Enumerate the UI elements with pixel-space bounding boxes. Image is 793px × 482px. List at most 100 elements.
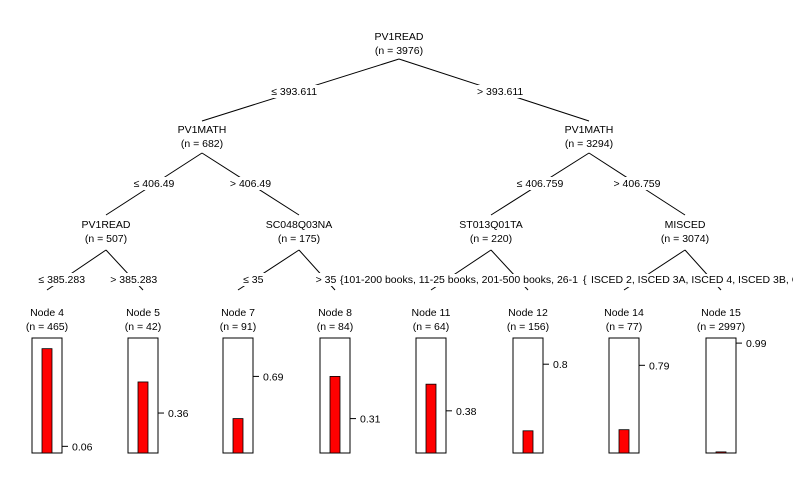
terminal-node-label: Node 8 — [318, 307, 352, 319]
edge-labels: ≤ 393.611> 393.611≤ 406.49> 406.49≤ 406.… — [34, 85, 793, 287]
terminal-label-bg — [113, 302, 173, 332]
terminal-node: Node 15 (n = 2997)0.99 — [691, 302, 767, 454]
inner-node-bg — [558, 123, 620, 151]
terminal-node: Node 5 (n = 42) 0.36 — [113, 302, 189, 454]
inner-node-label: PV1READ — [81, 219, 130, 231]
terminal-node-count: (n = 42) — [125, 321, 161, 333]
terminal-node: Node 4(n = 465)0.06 — [17, 302, 93, 454]
terminal-node-label: Node 7 — [221, 307, 255, 319]
edge-label-bg — [472, 85, 528, 98]
edges — [46, 58, 722, 291]
inner-node-count: (n = 3976) — [375, 45, 423, 57]
terminal-bar — [618, 429, 630, 454]
inner-node-count: (n = 507) — [85, 233, 127, 245]
edge-label: ≤ 406.759 — [517, 178, 564, 190]
edge-label: > 406.49 — [230, 178, 271, 190]
terminal-bar — [41, 348, 53, 454]
terminal-bar — [522, 430, 534, 454]
inner-nodes: PV1READ (n = 3976) PV1MATH (n = 682) PV1READ… — [77, 30, 716, 246]
edge-label-bg — [512, 177, 568, 190]
edge-label: ≤ 406.49 — [134, 178, 175, 190]
inner-node: MISCED (n = 3074) — [654, 218, 716, 246]
terminal-node: Node 7 (n = 91) 0.69 — [208, 302, 284, 454]
inner-node: PV1READ (n = 507) — [77, 218, 135, 246]
edge-label: > 393.611 — [477, 86, 523, 98]
inner-node-bg — [456, 218, 526, 246]
terminal-node: Node 11 (n = 64) 0.38 — [401, 302, 477, 454]
inner-node: ST013Q01TA (n = 220) — [456, 218, 526, 246]
axis-tick-label: 0.38 — [456, 406, 477, 418]
terminal-node: Node 8 (n = 84) 0.31 — [305, 302, 381, 454]
inner-node: SC048Q03NA (n = 175) — [264, 218, 334, 246]
terminal-label-bg — [17, 302, 77, 332]
terminal-node-count: (n = 91) — [220, 321, 256, 333]
edge-label: > 385.283 — [110, 274, 157, 286]
edge-label: ≤ 385.283 — [38, 274, 85, 286]
terminal-bar — [137, 381, 149, 454]
inner-node-bg — [173, 123, 231, 151]
axis-tick-label: 0.99 — [746, 338, 767, 350]
terminal-bar — [425, 383, 437, 454]
inner-node-label: SC048Q03NA — [266, 219, 333, 231]
axis-tick-label: 0.79 — [649, 360, 670, 372]
terminal-node-count: (n = 156) — [507, 321, 549, 333]
terminal-node: Node 12(n = 156)0.8 — [498, 302, 568, 454]
inner-node-count: (n = 175) — [278, 233, 320, 245]
terminal-label-bg — [691, 302, 751, 332]
axis-tick-label: 0.69 — [263, 371, 284, 383]
terminal-bar — [715, 451, 727, 454]
edge-label-bg — [313, 273, 339, 286]
edge-label: { — [583, 274, 587, 286]
terminal-node-label: Node 11 — [412, 307, 451, 319]
terminal-bar — [329, 376, 341, 454]
edge-label: ≤ 35 — [243, 274, 264, 286]
axis-tick-label: 0.06 — [72, 441, 93, 453]
terminal-label-bg — [498, 302, 558, 332]
inner-node-bg — [654, 218, 716, 246]
terminal-label-bg — [401, 302, 461, 332]
edge-label: {101-200 books, 11-25 books, 201-500 boo… — [340, 274, 578, 286]
inner-node-count: (n = 3294) — [565, 138, 613, 150]
terminal-label-bg — [208, 302, 268, 332]
inner-node-bg — [77, 218, 135, 246]
axis-tick-label: 0.31 — [360, 414, 381, 426]
edge-label: > 35 — [316, 274, 337, 286]
terminal-node-label: Node 4 — [30, 307, 64, 319]
terminal-node-label: Node 14 — [604, 307, 644, 319]
inner-node-bg — [264, 218, 334, 246]
inner-node-bg — [368, 30, 430, 58]
edge-label-bg — [266, 85, 322, 98]
inner-node-label: PV1READ — [374, 31, 423, 43]
edge-label-bg — [106, 273, 162, 286]
terminal-label-bg — [305, 302, 365, 332]
inner-node-count: (n = 3074) — [661, 233, 709, 245]
edge-label-bg — [34, 273, 90, 286]
terminal-box — [705, 337, 737, 454]
terminal-node-count: (n = 2997) — [697, 321, 745, 333]
terminal-bar — [232, 418, 244, 454]
edge-label-bg — [609, 177, 665, 190]
inner-node: PV1MATH (n = 682) — [173, 123, 231, 151]
inner-node: PV1MATH(n = 3294) — [558, 123, 620, 151]
axis-tick-label: 0.36 — [168, 408, 189, 420]
terminal-node-label: Node 15 — [701, 307, 741, 319]
inner-node-label: ST013Q01TA — [459, 219, 522, 231]
inner-node-label: MISCED — [665, 219, 706, 231]
terminal-node-count: (n = 64) — [413, 321, 449, 333]
edge-label-bg — [129, 177, 179, 190]
edge-label: > 406.759 — [613, 178, 660, 190]
terminal-node: Node 14 (n = 77) 0.79 — [594, 302, 670, 454]
inner-node-count: (n = 220) — [470, 233, 512, 245]
inner-node-count: (n = 682) — [181, 138, 223, 150]
terminal-node-count: (n = 84) — [317, 321, 353, 333]
split-label-bg — [338, 274, 793, 287]
edge-label-bg — [225, 177, 276, 190]
inner-node-label: PV1MATH — [178, 124, 227, 136]
axis-tick-label: 0.8 — [553, 359, 568, 371]
terminal-node-label: Node 5 — [126, 307, 160, 319]
terminal-node-count: (n = 77) — [606, 321, 642, 333]
edge-label-bg — [240, 273, 267, 286]
inner-node: PV1READ (n = 3976) — [368, 30, 430, 58]
